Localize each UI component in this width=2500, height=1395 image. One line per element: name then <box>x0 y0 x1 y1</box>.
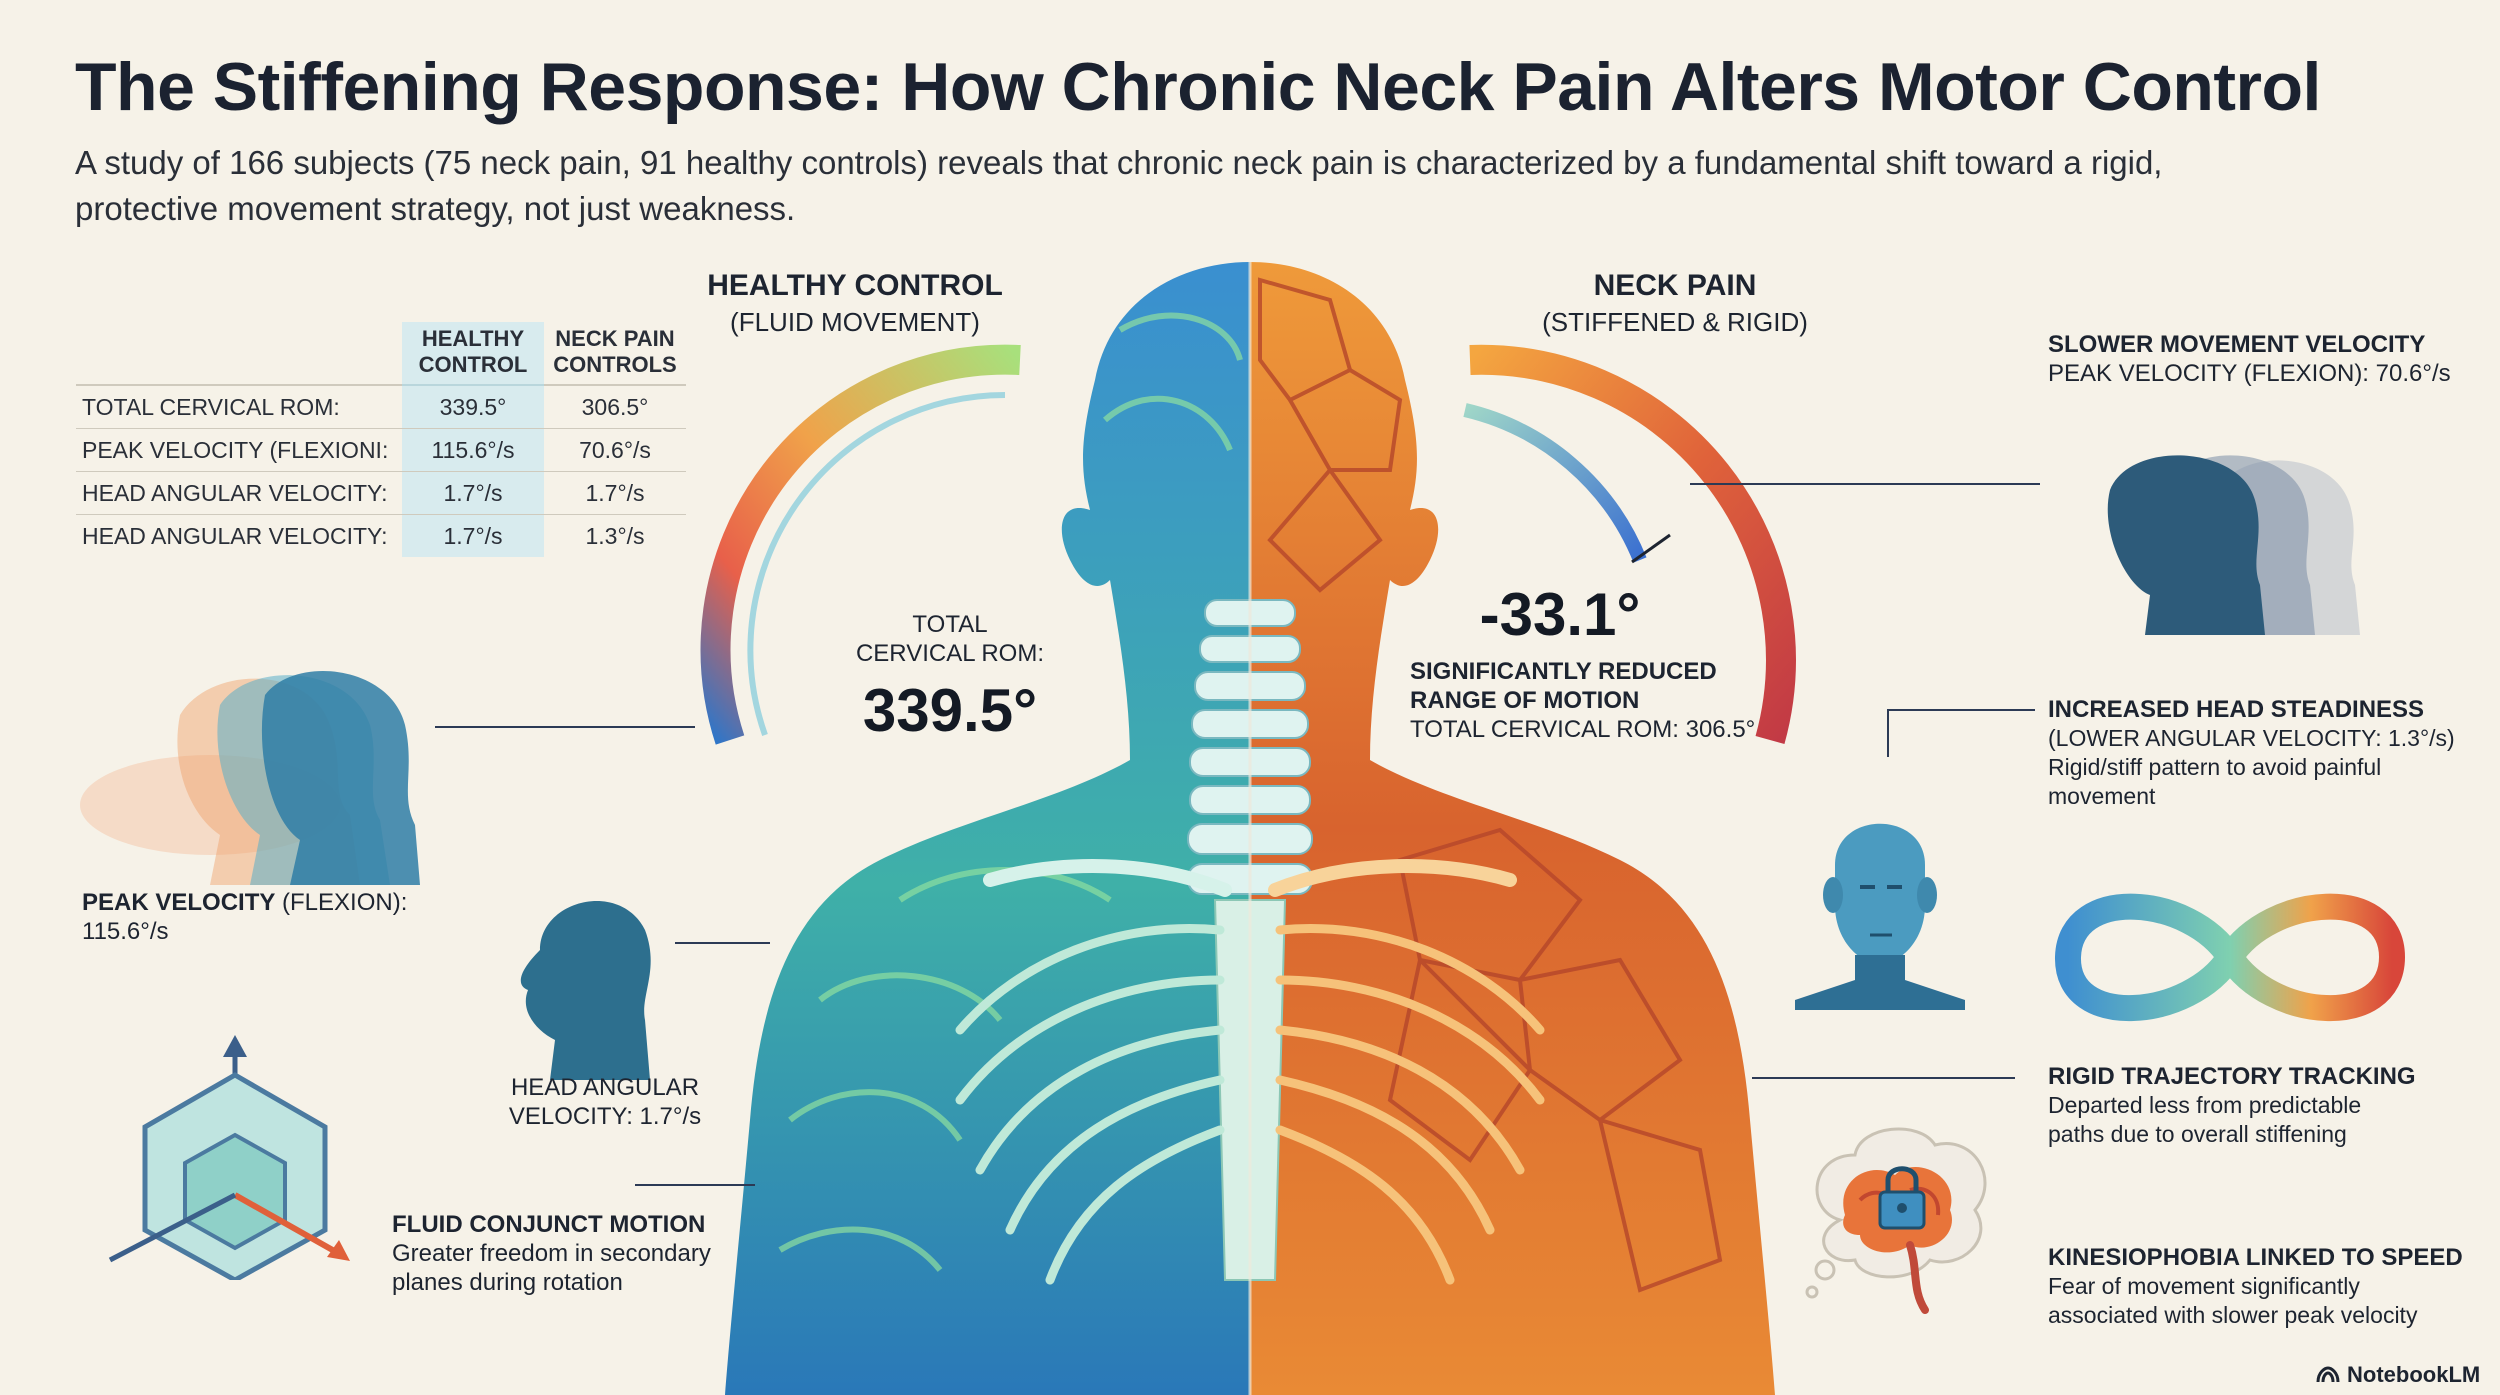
healthy-header-title: HEALTHY CONTROL <box>707 269 1003 302</box>
comparison-table: HEALTHY CONTROL NECK PAIN CONTROLS TOTAL… <box>76 322 686 557</box>
trajectory-caption: RIGID TRAJECTORY TRACKING Departed less … <box>2048 1062 2468 1149</box>
pain-rom-arc <box>1469 344 1796 744</box>
rom-pain-label-3: TOTAL CERVICAL ROM: 306.5° <box>1410 716 1756 743</box>
rom-marker <box>1631 533 1671 564</box>
rom-label-2: CERVICAL ROM: <box>855 640 1045 667</box>
healthy-rom-arc-inner <box>747 392 1006 736</box>
fluid-motion-line-1: Greater freedom in secondary <box>392 1240 711 1267</box>
peak-velocity-value: 115.6°/s <box>82 918 169 945</box>
notebooklm-logo-icon <box>2316 1366 2340 1383</box>
trajectory-title: RIGID TRAJECTORY TRACKING <box>2048 1063 2416 1090</box>
infinity-loop-icon <box>2054 893 2406 1022</box>
table-header-pain: NECK PAIN CONTROLS <box>544 322 686 386</box>
pain-rom-block: -33.1° SIGNIFICANTLY REDUCED RANGE OF MO… <box>1410 580 1770 744</box>
healthy-rom-arc <box>700 344 1021 745</box>
face-front-icon <box>1795 823 1965 1010</box>
pain-value: 1.7°/s <box>544 471 686 515</box>
table-header-healthy: HEALTHY CONTROL <box>402 322 544 386</box>
trajectory-line-2: paths due to overall stiffening <box>2048 1121 2347 1147</box>
rom-label-1: TOTAL <box>912 611 988 638</box>
table-row: TOTAL CERVICAL ROM: 339.5° 306.5° <box>76 384 686 429</box>
rom-delta: -33.1° <box>1479 581 1641 648</box>
healthy-value: 115.6°/s <box>402 428 544 472</box>
kinesiophobia-line-1: Fear of movement significantly <box>2048 1273 2360 1299</box>
pain-value: 306.5° <box>544 384 686 429</box>
pain-header-sub: (STIFFENED & RIGID) <box>1542 307 1808 337</box>
healthy-header-sub: (FLUID MOVEMENT) <box>730 307 980 337</box>
steadiness-line-1: (LOWER ANGULAR VELOCITY: 1.3°/s) <box>2048 725 2455 751</box>
kinesiophobia-line-2: associated with slower peak velocity <box>2048 1302 2418 1328</box>
healthy-value: 1.7°/s <box>402 471 544 515</box>
head-velocity-line-1: HEAD ANGULAR <box>510 1074 700 1101</box>
healthy-value: 339.5° <box>402 384 544 429</box>
steadiness-line-3: movement <box>2048 783 2156 809</box>
fluid-motion-line-2: planes during rotation <box>392 1269 623 1296</box>
pain-rom-arc-inner <box>1463 403 1647 563</box>
head-silhouette-icon <box>520 901 651 1080</box>
table-row: HEAD ANGULAR VELOCITY: 1.7°/s 1.3°/s <box>76 514 686 557</box>
rom-value-healthy: 339.5° <box>862 677 1038 744</box>
steadiness-title: INCREASED HEAD STEADINESS <box>2048 696 2425 723</box>
steadiness-caption: INCREASED HEAD STEADINESS (LOWER ANGULAR… <box>2048 695 2478 811</box>
pain-value: 70.6°/s <box>544 428 686 472</box>
table-row: HEAD ANGULAR VELOCITY: 1.7°/s 1.7°/s <box>76 471 686 515</box>
rom-pain-label-2: RANGE OF MOTION <box>1410 687 1640 714</box>
slower-line-1: PEAK VELOCITY (FLEXION): 70.6°/s <box>2048 360 2451 387</box>
head-velocity-caption: HEAD ANGULAR VELOCITY: 1.7°/s <box>475 1073 735 1131</box>
page-title: The Stiffening Response: How Chronic Nec… <box>75 49 2321 125</box>
peak-velocity-title: PEAK VELOCITY <box>82 889 276 916</box>
healthy-header: HEALTHY CONTROL (FLUID MOVEMENT) <box>680 268 1030 340</box>
pain-header-title: NECK PAIN <box>1593 269 1757 302</box>
healthy-value: 1.7°/s <box>402 514 544 557</box>
steadiness-line-2: Rigid/stiff pattern to avoid painful <box>2048 754 2382 780</box>
brand-mark: NotebookLM <box>2315 1362 2480 1388</box>
healthy-rom-block: TOTAL CERVICAL ROM: 339.5° <box>820 610 1080 745</box>
table-header-empty <box>76 322 402 386</box>
kinesiophobia-title: KINESIOPHOBIA LINKED TO SPEED <box>2048 1244 2463 1271</box>
human-torso-illustration <box>700 262 1796 1395</box>
brand-name: NotebookLM <box>2347 1362 2481 1387</box>
pain-value: 1.3°/s <box>544 514 686 557</box>
fluid-motion-caption: FLUID CONJUNCT MOTION Greater freedom in… <box>392 1210 772 1297</box>
head-velocity-line-2: VELOCITY: 1.7°/s <box>508 1103 702 1130</box>
pain-header: NECK PAIN (STIFFENED & RIGID) <box>1520 268 1830 340</box>
kinesiophobia-caption: KINESIOPHOBIA LINKED TO SPEED Fear of mo… <box>2048 1243 2488 1330</box>
row-label: TOTAL CERVICAL ROM: <box>76 384 402 429</box>
peak-velocity-caption: PEAK VELOCITY (FLEXION): 115.6°/s <box>82 888 422 946</box>
peak-velocity-title-rest: (FLEXION): <box>275 889 408 916</box>
trajectory-line-1: Departed less from predictable <box>2048 1092 2362 1118</box>
rom-pain-label-1: SIGNIFICANTLY REDUCED <box>1410 658 1717 685</box>
head-motion-icon <box>80 671 420 885</box>
row-label: HEAD ANGULAR VELOCITY: <box>76 471 402 515</box>
row-label: PEAK VELOCITY (FLEXIONI: <box>76 428 402 472</box>
head-motion-icon-slow <box>2107 455 2360 635</box>
table-row: PEAK VELOCITY (FLEXIONI: 115.6°/s 70.6°/… <box>76 428 686 472</box>
table-header-row: HEALTHY CONTROL NECK PAIN CONTROLS <box>76 322 686 386</box>
page-subtitle: A study of 166 subjects (75 neck pain, 9… <box>75 144 2163 227</box>
fluid-motion-title: FLUID CONJUNCT MOTION <box>392 1211 706 1238</box>
row-label: HEAD ANGULAR VELOCITY: <box>76 514 402 557</box>
slower-title: SLOWER MOVEMENT VELOCITY <box>2048 331 2426 358</box>
brain-lock-icon <box>1805 1127 1987 1314</box>
slower-velocity-caption: SLOWER MOVEMENT VELOCITY PEAK VELOCITY (… <box>2048 330 2468 388</box>
cube-axes-icon <box>108 1035 350 1280</box>
